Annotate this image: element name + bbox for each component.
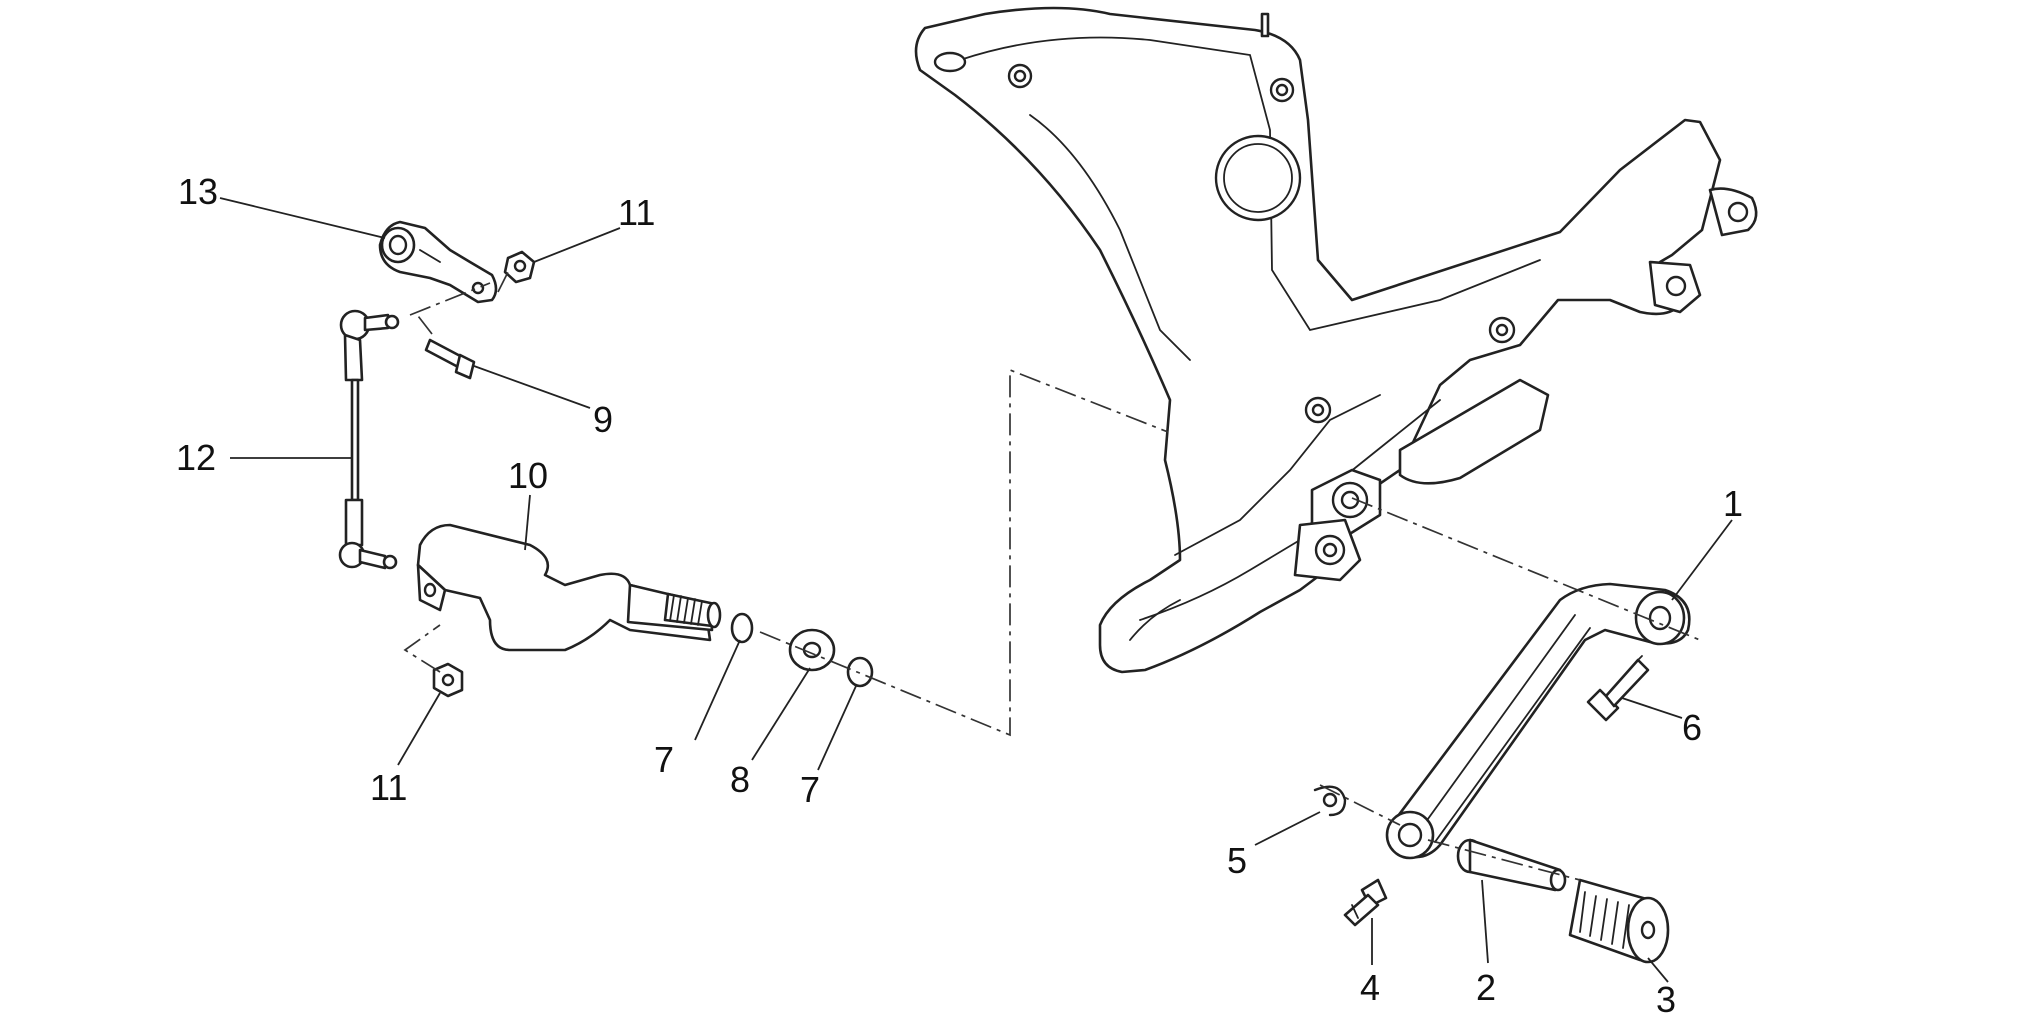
callout-2: 2 <box>1476 967 1496 1008</box>
callout-13: 13 <box>178 171 218 212</box>
frame-bracket <box>914 6 1758 674</box>
callout-4: 4 <box>1360 967 1380 1008</box>
callout-11-lower: 11 <box>370 767 407 808</box>
circlip-7b <box>846 656 874 688</box>
shifter-shaft <box>416 523 722 652</box>
callout-9: 9 <box>593 399 613 440</box>
pin-2 <box>1456 838 1567 892</box>
clip-5 <box>1313 785 1347 817</box>
callout-5: 5 <box>1227 840 1247 881</box>
callout-8: 8 <box>730 759 750 800</box>
bolt-6 <box>1586 655 1650 722</box>
callout-12: 12 <box>176 437 216 478</box>
callout-1: 1 <box>1723 483 1743 524</box>
linkage-rod <box>338 309 400 570</box>
rubber-peg-3 <box>1568 878 1670 964</box>
screw-4 <box>1343 878 1388 927</box>
gear-lever <box>1385 582 1691 860</box>
upper-lever <box>378 220 498 304</box>
callout-6: 6 <box>1682 707 1702 748</box>
callout-11-upper: 11 <box>618 192 655 233</box>
circlip-7a <box>730 612 754 644</box>
callout-7b: 7 <box>800 769 820 810</box>
assembly-axis-lines <box>403 267 1701 881</box>
callout-labels: 1 2 3 4 5 6 7 8 7 9 10 11 11 12 13 <box>176 171 1743 1014</box>
callout-3: 3 <box>1656 979 1676 1014</box>
nut-11-lower <box>432 662 464 698</box>
callout-10: 10 <box>508 455 548 496</box>
bolt-9 <box>424 338 476 380</box>
nut-11-upper <box>503 250 536 284</box>
callout-7a: 7 <box>654 739 674 780</box>
washer-8 <box>788 628 836 672</box>
leader-lines <box>219 197 1733 983</box>
